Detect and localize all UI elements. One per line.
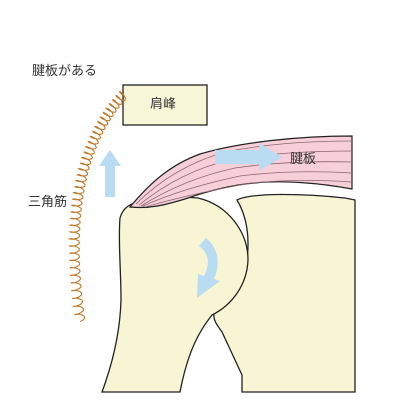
deltoid-coil	[67, 91, 126, 323]
label-rotator-cuff-present: 腱板がある	[32, 64, 98, 79]
acromion-box	[122, 84, 208, 126]
label-rotator-cuff: 腱板	[290, 152, 317, 167]
arrow-curved-down-icon	[197, 238, 220, 298]
label-deltoid: 三角筋	[28, 195, 68, 210]
humeral-head-shape	[101, 196, 249, 393]
arrow-up-icon	[99, 150, 121, 197]
rotator-cuff-tendon-shape	[128, 135, 353, 209]
label-acromion: 肩峰	[150, 97, 177, 112]
arrow-right-icon	[215, 143, 282, 171]
